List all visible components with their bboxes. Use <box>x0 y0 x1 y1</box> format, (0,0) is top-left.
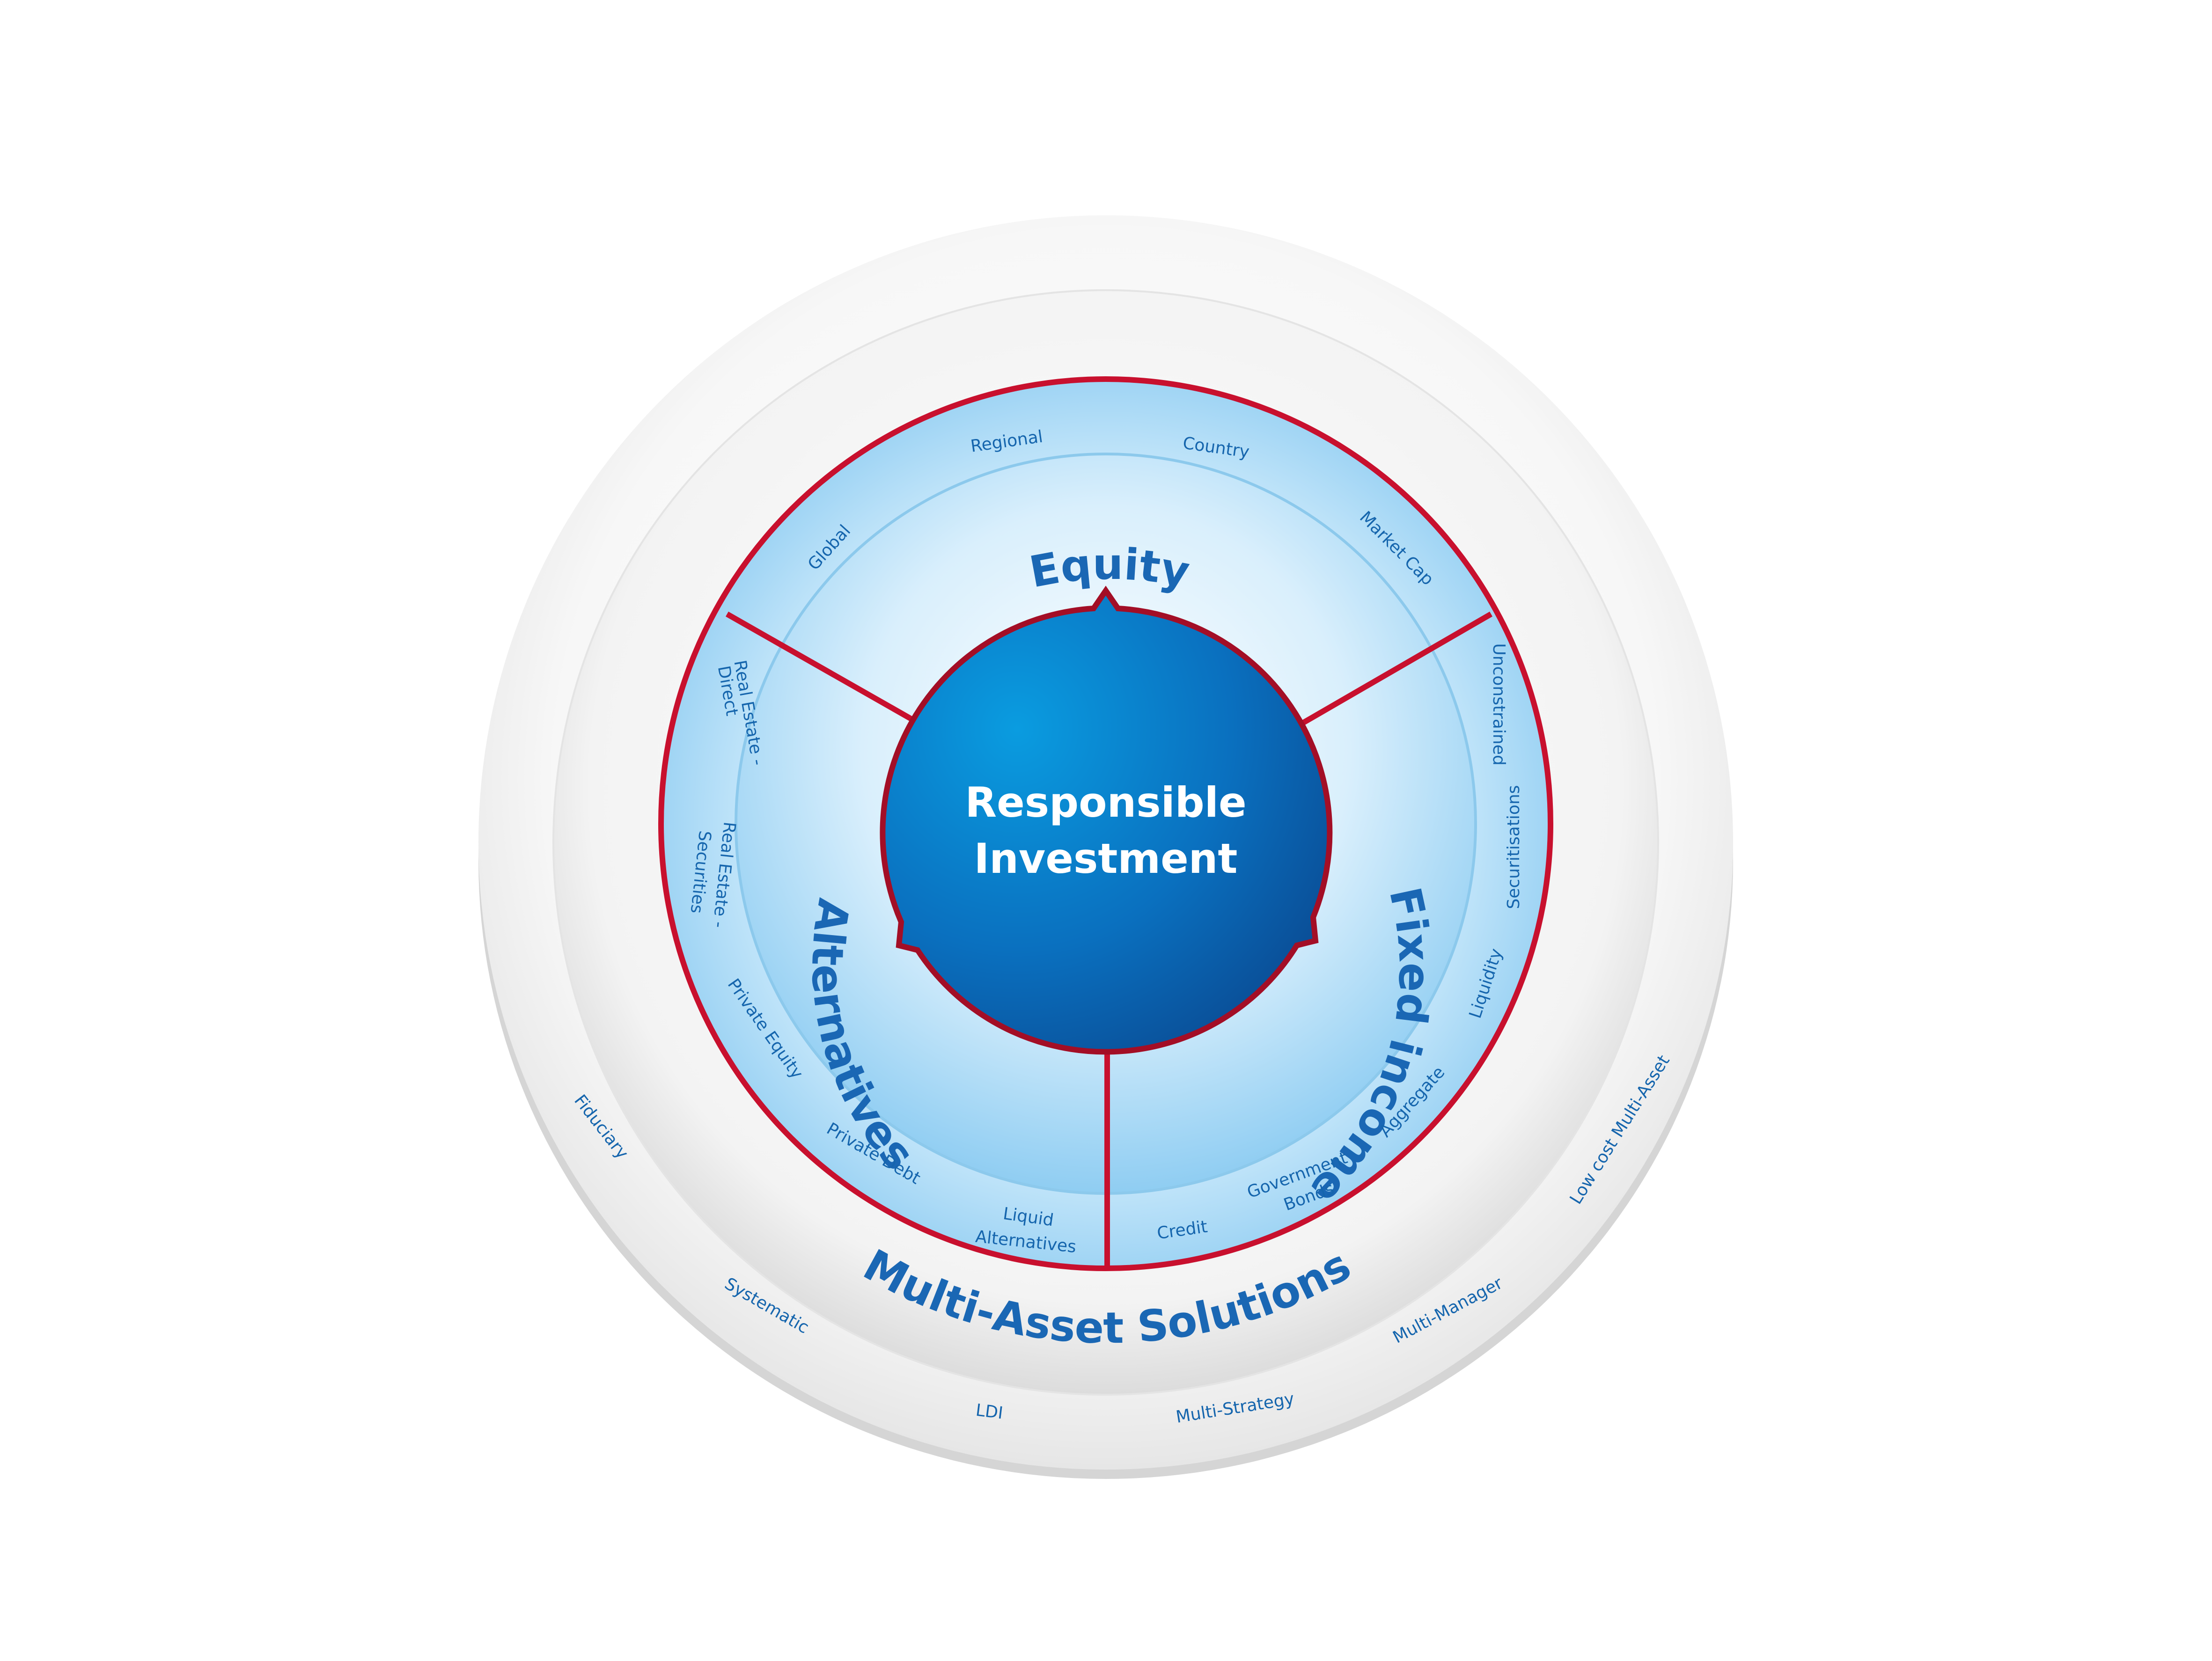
fixed-income-item-unconstrained: Unconstrained <box>1489 643 1508 765</box>
fixed-income-item-securitisations: Securitisations <box>1504 785 1523 909</box>
equity-title: Equity <box>1026 539 1193 598</box>
center-title-line1: Responsible <box>965 778 1246 827</box>
center-title-line2: Investment <box>974 834 1238 883</box>
divider-equity-alternatives <box>726 611 931 732</box>
divider-equity-fixed-income <box>1290 611 1493 732</box>
center-circle <box>880 585 1333 1055</box>
multi-asset-item-ldi: LDI <box>975 1401 1004 1423</box>
